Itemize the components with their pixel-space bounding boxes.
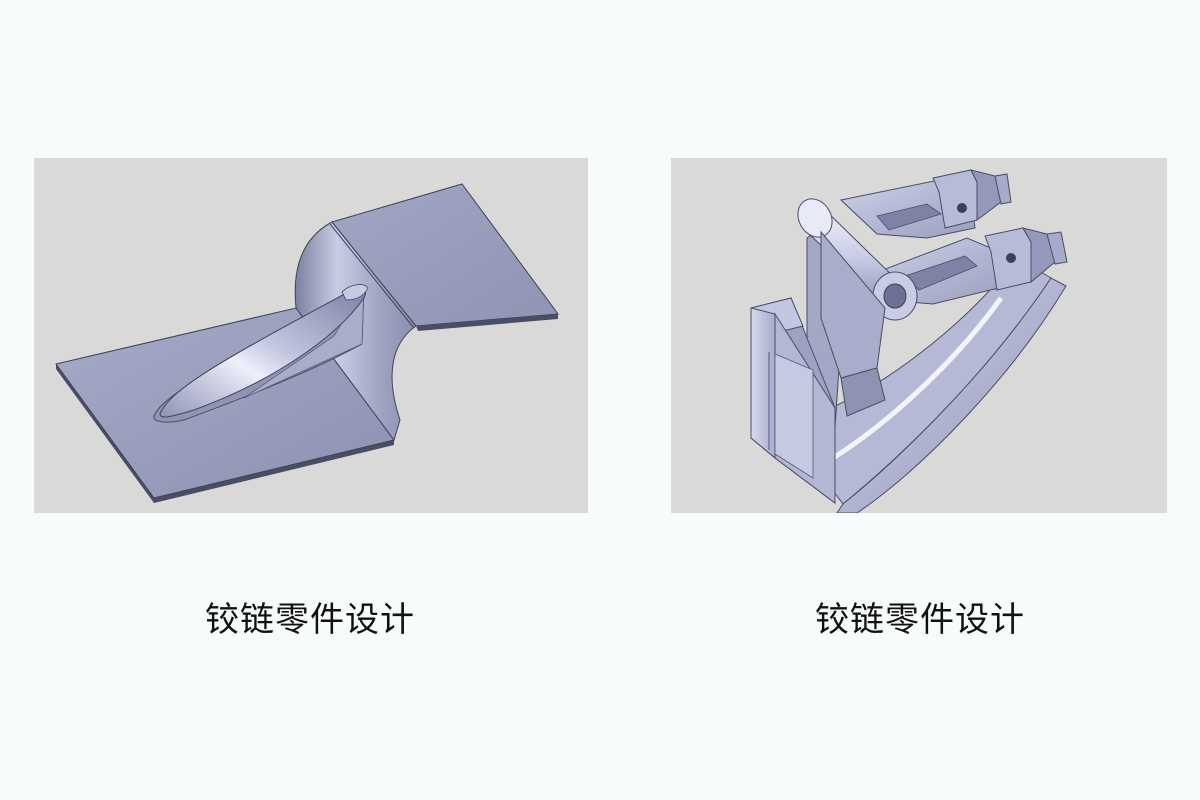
figure-caption-right: 铰链零件设计 bbox=[815, 600, 1025, 640]
figure-caption-left: 铰链零件设计 bbox=[205, 600, 415, 640]
cad-render-right bbox=[671, 158, 1167, 513]
cad-render-left bbox=[34, 158, 588, 513]
sheet-metal-part-render bbox=[55, 183, 559, 503]
hinge-bracket-render bbox=[750, 169, 1068, 513]
